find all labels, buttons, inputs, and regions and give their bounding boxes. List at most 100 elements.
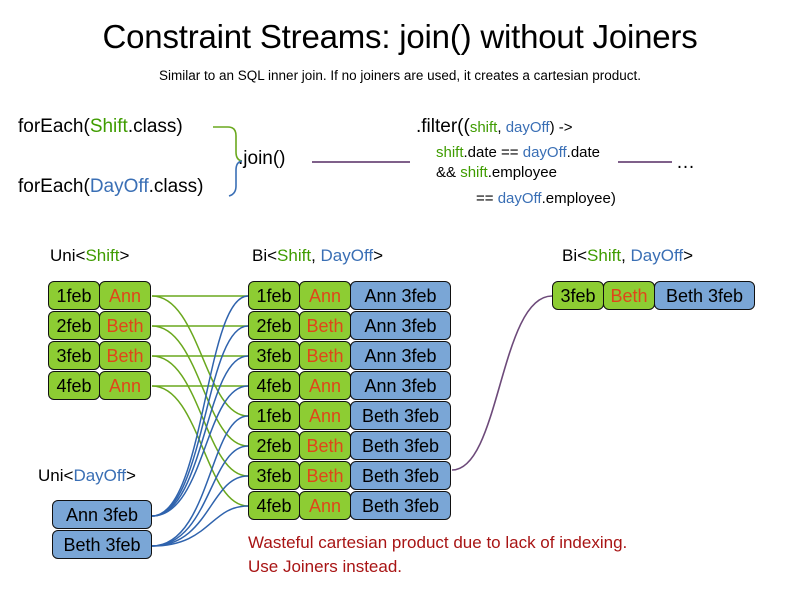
- shift-employee: Ann: [299, 401, 351, 430]
- dayoff-tile[interactable]: Ann 3feb: [52, 500, 152, 529]
- dayoff-cell: Ann 3feb: [350, 341, 451, 370]
- shift-employee: Ann: [299, 491, 351, 520]
- code-filter-line4: == dayOff.employee): [476, 190, 616, 207]
- list-item[interactable]: 1feb Ann: [48, 281, 151, 310]
- shift-employee: Ann: [299, 371, 351, 400]
- foreach-dayoff-prefix: forEach(: [18, 176, 90, 197]
- shift-date: 1feb: [248, 401, 300, 430]
- dayoff-cell: Ann 3feb: [350, 281, 451, 310]
- bi-mid-prefix: Bi<: [252, 246, 278, 265]
- uni-shift-type: Shift: [85, 246, 120, 265]
- uni-shift-prefix: Uni<: [50, 246, 86, 265]
- filter-param-comma: ,: [497, 119, 506, 136]
- header-bi-right: Bi<Shift, DayOff>: [562, 246, 693, 266]
- filter-l2-mid: .date ==: [463, 144, 523, 161]
- bi-right-type1: Shift: [587, 246, 622, 265]
- bi-right-type2: DayOff: [630, 246, 684, 265]
- filter-param-dayoff: dayOff: [505, 119, 550, 136]
- table-row[interactable]: 3feb Beth Ann 3feb: [248, 341, 451, 370]
- shift-employee: Ann: [299, 281, 351, 310]
- filter-open: .filter((: [416, 116, 470, 137]
- code-foreach-dayoff: forEach(DayOff.class): [18, 176, 204, 198]
- shift-employee: Beth: [299, 461, 351, 490]
- uni-dayoff-prefix: Uni<: [38, 466, 74, 485]
- shift-employee: Beth: [603, 281, 655, 310]
- list-item[interactable]: 4feb Ann: [48, 371, 151, 400]
- table-row[interactable]: 1feb Ann Ann 3feb: [248, 281, 451, 310]
- shift-date: 2feb: [248, 431, 300, 460]
- code-foreach-shift: forEach(Shift.class): [18, 116, 183, 138]
- foreach-shift-type: Shift: [89, 116, 128, 137]
- dayoff-cell: Ann 3feb: [350, 311, 451, 340]
- shift-date: 2feb: [48, 311, 100, 340]
- bi-mid-comma: ,: [311, 246, 321, 265]
- bi-right-prefix: Bi<: [562, 246, 588, 265]
- shift-date: 1feb: [48, 281, 100, 310]
- filter-l4-dayoff: dayOff: [497, 190, 542, 207]
- bi-mid-type1: Shift: [277, 246, 312, 265]
- uni-dayoff-suffix: >: [126, 466, 136, 485]
- table-row[interactable]: 4feb Ann Ann 3feb: [248, 371, 451, 400]
- code-filter-line1: .filter((shift, dayOff) ->: [416, 116, 573, 138]
- bi-right-suffix: >: [683, 246, 694, 265]
- warning-line-2: Use Joiners instead.: [248, 557, 403, 576]
- header-bi-middle: Bi<Shift, DayOff>: [252, 246, 383, 266]
- foreach-dayoff-type: DayOff: [89, 176, 149, 197]
- code-join: .join(): [238, 148, 286, 169]
- bi-mid-suffix: >: [373, 246, 384, 265]
- ellipsis-label: …: [676, 152, 695, 173]
- foreach-dayoff-suffix: .class): [148, 176, 204, 197]
- code-filter-line2: shift.date == dayOff.date: [436, 144, 600, 161]
- page-title: Constraint Streams: join() without Joine…: [102, 18, 698, 55]
- shift-date: 2feb: [248, 311, 300, 340]
- table-row[interactable]: 2feb Beth Beth 3feb: [248, 431, 451, 460]
- dayoff-cell: Ann 3feb: [350, 371, 451, 400]
- dayoff-cell: Beth 3feb: [350, 491, 451, 520]
- table-row[interactable]: 3feb Beth Beth 3feb: [552, 281, 755, 310]
- foreach-shift-prefix: forEach(: [18, 116, 90, 137]
- dayoff-cell: Beth 3feb: [350, 401, 451, 430]
- filter-l3-amp: &&: [436, 164, 461, 181]
- shift-date: 1feb: [248, 281, 300, 310]
- filter-arrow: ) ->: [549, 119, 573, 136]
- foreach-shift-suffix: .class): [127, 116, 183, 137]
- shift-employee: Beth: [299, 311, 351, 340]
- list-item[interactable]: 2feb Beth: [48, 311, 151, 340]
- shift-date: 4feb: [248, 371, 300, 400]
- table-row[interactable]: 4feb Ann Beth 3feb: [248, 491, 451, 520]
- table-row[interactable]: 2feb Beth Ann 3feb: [248, 311, 451, 340]
- shift-employee: Beth: [299, 431, 351, 460]
- header-uni-dayoff: Uni<DayOff>: [38, 466, 136, 486]
- filter-l3-shift: shift: [460, 164, 488, 181]
- page-subtitle: Similar to an SQL inner join. If no join…: [159, 68, 641, 83]
- list-item[interactable]: 3feb Beth: [48, 341, 151, 370]
- filter-l4-end: .employee): [541, 190, 616, 207]
- shift-date: 4feb: [248, 491, 300, 520]
- filter-l2-shift: shift: [436, 144, 464, 161]
- shift-date: 3feb: [48, 341, 100, 370]
- shift-employee: Ann: [99, 371, 151, 400]
- uni-dayoff-type: DayOff: [73, 466, 127, 485]
- dayoff-cell: Beth 3feb: [350, 431, 451, 460]
- bi-right-comma: ,: [621, 246, 631, 265]
- shift-employee: Beth: [99, 341, 151, 370]
- code-filter-line3: && shift.employee: [436, 164, 557, 181]
- shift-employee: Beth: [299, 341, 351, 370]
- filter-l3-end: .employee: [487, 164, 557, 181]
- dayoff-tile[interactable]: Beth 3feb: [52, 530, 152, 559]
- shift-date: 3feb: [248, 461, 300, 490]
- shift-date: 3feb: [552, 281, 604, 310]
- shift-date: 4feb: [48, 371, 100, 400]
- table-row[interactable]: 3feb Beth Beth 3feb: [248, 461, 451, 490]
- filter-param-shift: shift: [469, 119, 498, 136]
- bi-mid-type2: DayOff: [320, 246, 374, 265]
- filter-l2-end: .date: [566, 144, 601, 161]
- table-row[interactable]: 1feb Ann Beth 3feb: [248, 401, 451, 430]
- shift-date: 3feb: [248, 341, 300, 370]
- dayoff-cell: Beth 3feb: [350, 461, 451, 490]
- filter-l4-eq: ==: [476, 190, 498, 207]
- header-uni-shift: Uni<Shift>: [50, 246, 129, 266]
- uni-shift-suffix: >: [119, 246, 130, 265]
- filter-l2-dayoff: dayOff: [522, 144, 567, 161]
